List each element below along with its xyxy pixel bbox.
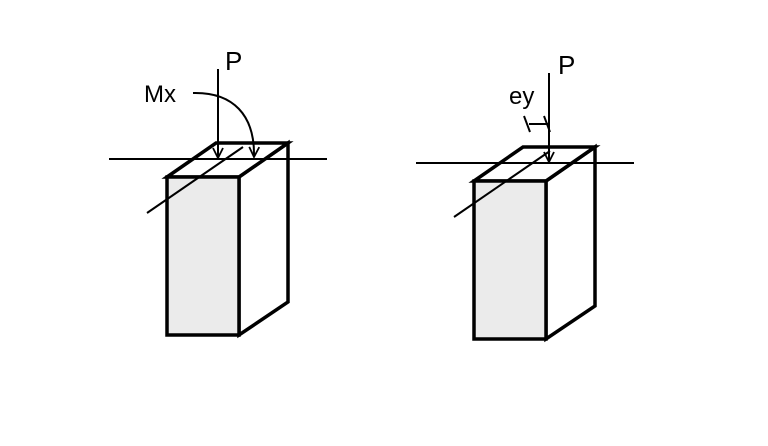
left-diagonal-axis (146, 146, 244, 214)
left-column-front-face (165, 175, 241, 337)
left-moment-label: Mx (144, 81, 176, 108)
right-eccentricity-label: ey (509, 83, 534, 110)
left-load-label: P (225, 46, 242, 76)
right-eccentricity-dimension (523, 115, 551, 133)
right-column-figure: P ey (416, 50, 634, 343)
right-diagonal-axis (453, 150, 551, 218)
right-column-front-face (472, 179, 548, 341)
right-load-label: P (558, 50, 575, 80)
left-moment-arrow (192, 91, 254, 157)
left-column-figure: P Mx (109, 46, 327, 339)
